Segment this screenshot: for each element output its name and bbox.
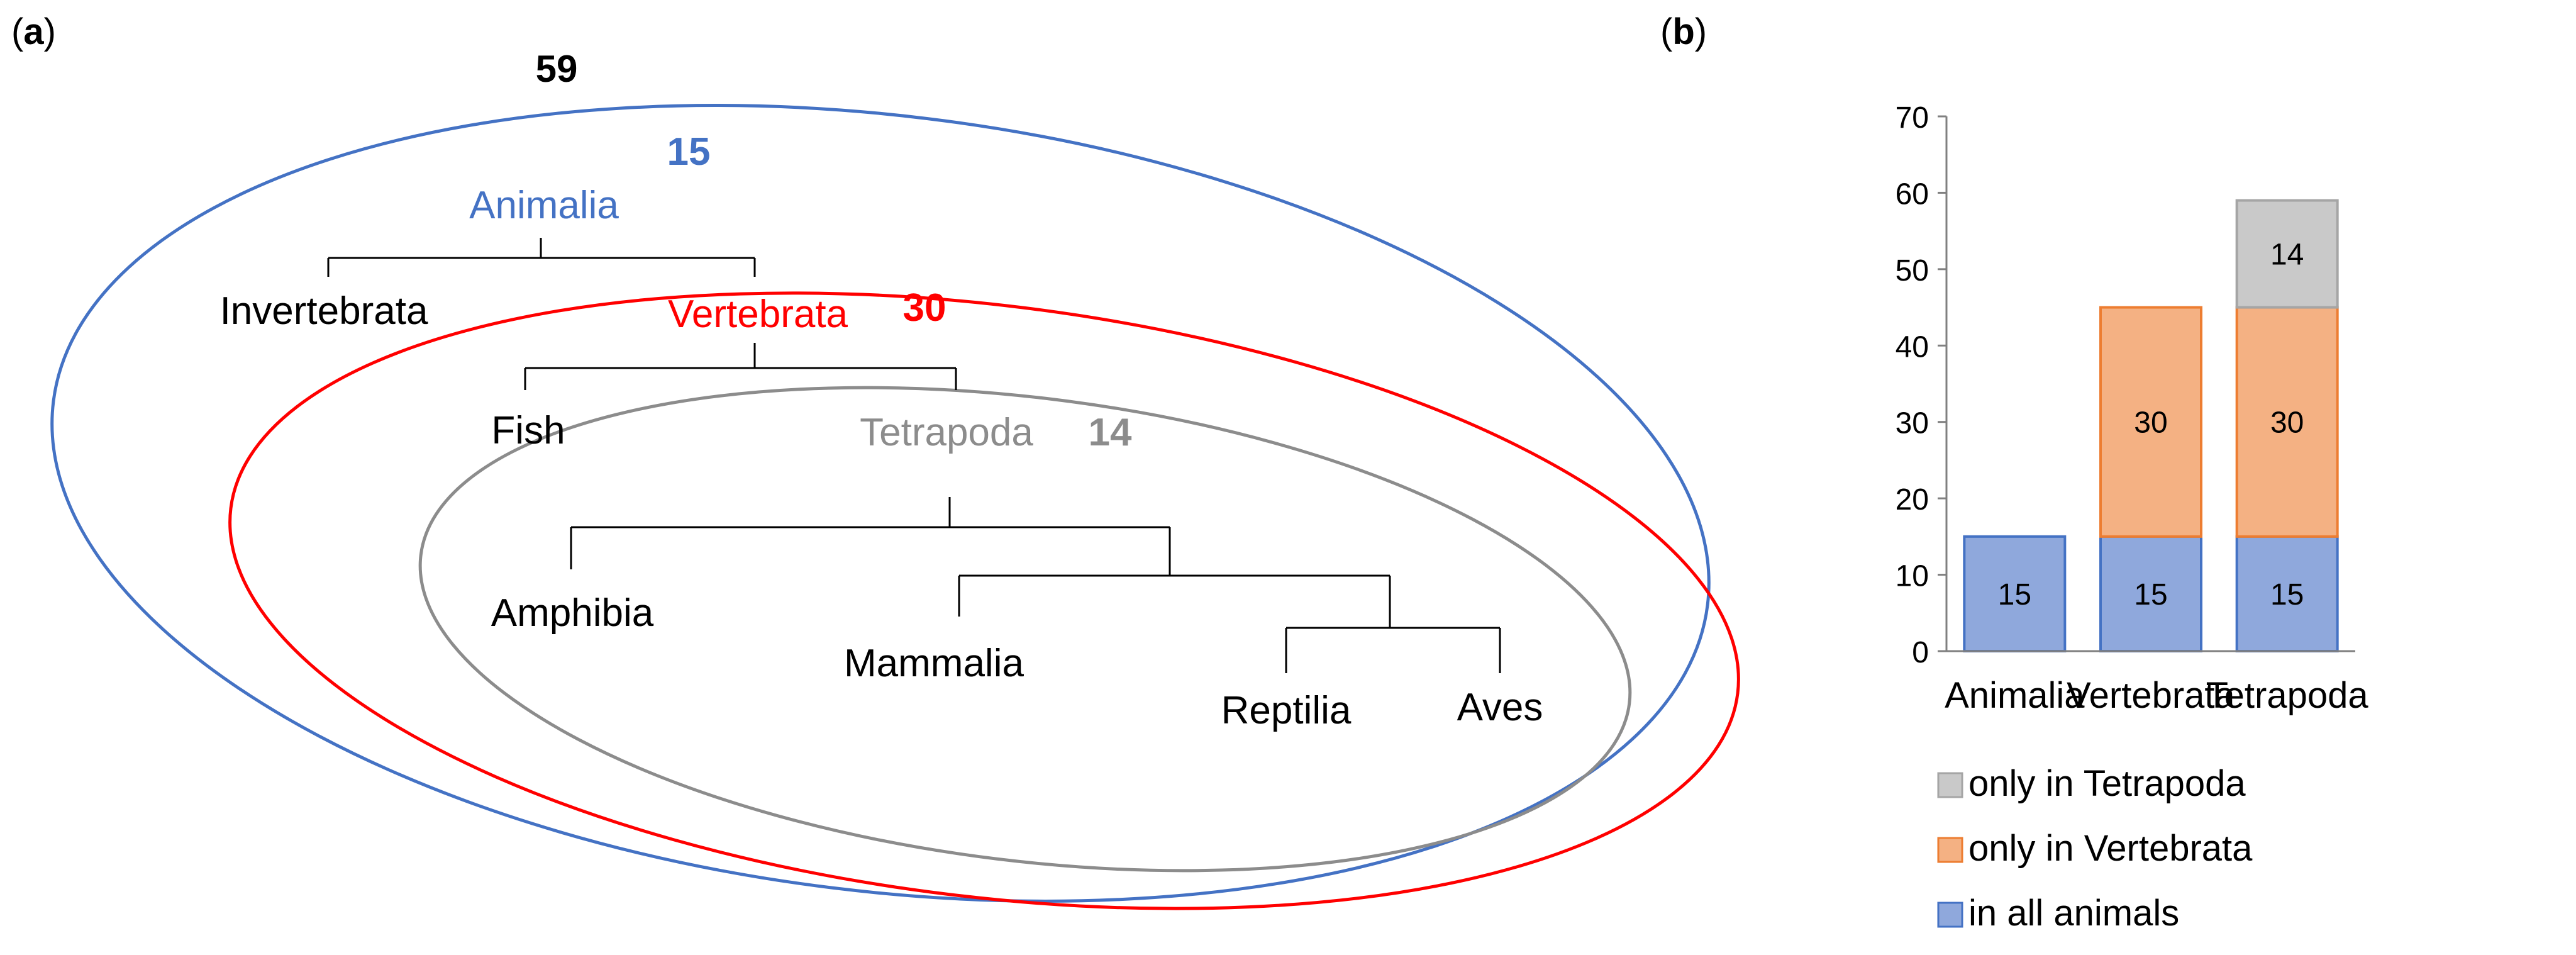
branch-vertebrata — [524, 343, 957, 390]
y-axis: 0 10 20 30 40 50 60 70 — [1896, 101, 1948, 669]
bar-segment — [2235, 306, 2339, 538]
animalia-label: Animalia — [469, 184, 619, 227]
vertebrata-label: Vertebrata — [668, 293, 848, 336]
panel-b: (b) 0 10 20 30 40 50 60 70 15 15 30 15 30 14 Animali… — [1660, 11, 2368, 934]
y-tick-label: 70 — [1896, 101, 1929, 135]
panel-b-label: (b) — [1660, 11, 1707, 52]
tetrapoda-ellipse — [418, 386, 1632, 873]
branch-reptilia-aves — [1285, 627, 1501, 673]
x-tick-label: Tetrapoda — [2206, 675, 2369, 716]
vertebrata-count: 30 — [903, 286, 947, 330]
panel-a-label: (a) — [11, 11, 56, 52]
taxon-invertebrata: Invertebrata — [220, 289, 428, 333]
bar-value-label: 15 — [1998, 578, 2031, 612]
y-tick-label: 20 — [1896, 483, 1929, 517]
legend-swatch — [1937, 837, 1963, 863]
taxon-aves: Aves — [1457, 686, 1543, 729]
total-count: 59 — [536, 48, 578, 90]
taxon-mammalia: Mammalia — [844, 642, 1024, 685]
bar-value-label: 15 — [2134, 578, 2167, 612]
bar-segment — [2099, 306, 2202, 538]
y-tick-label: 50 — [1896, 254, 1929, 288]
y-tick-label: 30 — [1896, 407, 1929, 440]
bar-value-labels: 15 15 30 15 30 14 — [1998, 238, 2304, 612]
tetrapoda-count: 14 — [1089, 411, 1132, 454]
y-tick-label: 60 — [1896, 177, 1929, 211]
panel-a: (a) 59 15 30 14 Animalia Vertebrata Tetr… — [11, 11, 1740, 910]
x-tick-label: Animalia — [1945, 675, 2085, 716]
taxon-reptilia: Reptilia — [1221, 689, 1352, 732]
legend-label: only in Tetrapoda — [1968, 763, 2246, 804]
legend-swatch — [1937, 772, 1963, 798]
animalia-ellipse — [50, 104, 1711, 903]
legend: only in Tetrapoda only in Vertebrata in al… — [1937, 763, 2253, 934]
bar-value-label: 15 — [2270, 578, 2304, 612]
y-tick-label: 40 — [1896, 330, 1929, 364]
vertebrata-ellipse — [228, 291, 1740, 910]
stacked-bar-chart: 0 10 20 30 40 50 60 70 15 15 30 15 30 14 AnimaliaVer… — [1896, 101, 2369, 934]
branch-mammalia-node — [958, 574, 1391, 628]
bar-segment — [2235, 199, 2339, 309]
bar-segment — [2235, 535, 2339, 652]
y-tick-label: 10 — [1896, 560, 1929, 593]
bar-value-label: 30 — [2270, 406, 2304, 440]
taxon-amphibia: Amphibia — [491, 591, 654, 635]
legend-label: in all animals — [1968, 893, 2179, 934]
branch-tetrapoda — [570, 497, 1171, 576]
bar-value-label: 14 — [2270, 238, 2304, 272]
x-tick-label: Vertebrata — [2067, 675, 2235, 716]
taxon-fish: Fish — [491, 409, 565, 452]
tetrapoda-label: Tetrapoda — [860, 411, 1033, 454]
branch-animalia — [327, 238, 756, 277]
legend-label: only in Vertebrata — [1968, 828, 2253, 869]
legend-swatch — [1937, 902, 1963, 928]
cladogram-tree — [327, 238, 1501, 673]
bars — [1963, 199, 2339, 652]
animalia-count: 15 — [667, 130, 711, 174]
bar-value-label: 30 — [2134, 406, 2167, 440]
y-tick-label: 0 — [1912, 636, 1929, 669]
